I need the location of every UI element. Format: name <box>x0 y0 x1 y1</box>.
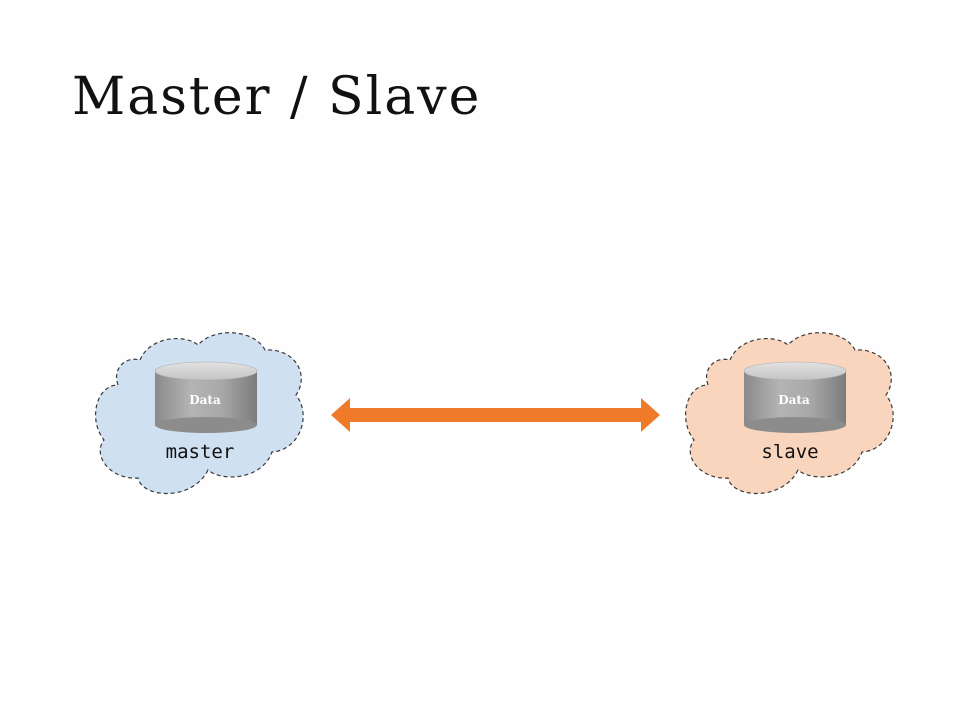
master-node: Data master <box>95 332 304 495</box>
master-database-label: Data <box>189 393 221 407</box>
bidirectional-arrow-icon <box>331 398 660 432</box>
slave-label: slave <box>761 441 818 463</box>
slide-title: Master / Slave <box>72 67 482 127</box>
master-database-icon: Data <box>154 361 258 433</box>
slave-database-icon: Data <box>743 361 847 433</box>
slave-database-label: Data <box>778 393 810 407</box>
master-label: master <box>166 441 235 463</box>
slave-node: Data slave <box>685 332 894 495</box>
